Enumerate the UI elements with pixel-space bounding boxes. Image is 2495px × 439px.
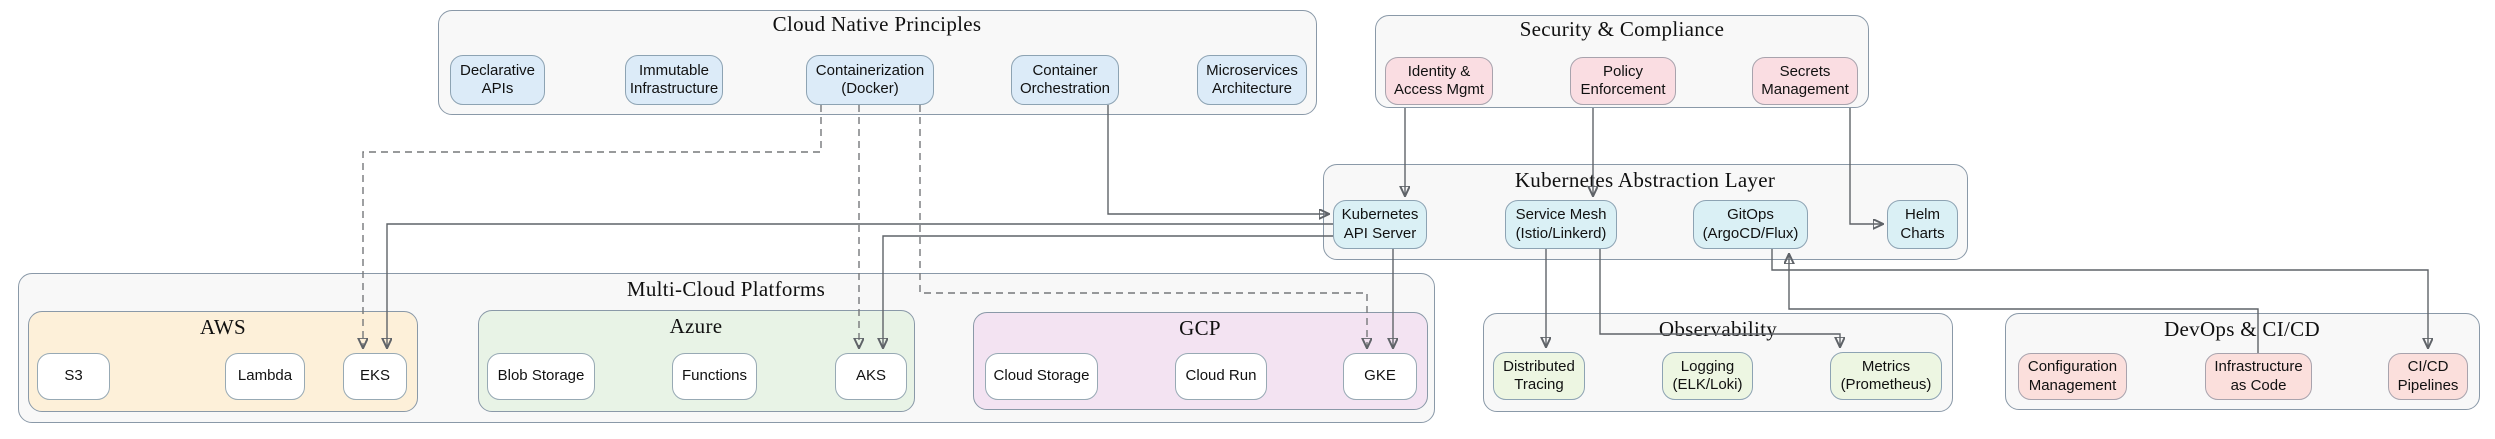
node-gke-label: GKE: [1364, 367, 1396, 385]
node-cloud-run: Cloud Run: [1175, 353, 1267, 400]
node-eks-label: EKS: [359, 367, 390, 385]
node-functions: Functions: [672, 353, 757, 400]
node-service-mesh: Service Mesh (Istio/Linkerd): [1505, 200, 1617, 249]
node-secrets-management: Secrets Management: [1752, 57, 1858, 105]
node-gke: GKE: [1343, 353, 1417, 400]
node-infrastructure-as-code: Infrastructure as Code: [2205, 353, 2312, 400]
node-policy-enforcement-label: Policy Enforcement: [1580, 62, 1666, 98]
gcp-title: GCP: [1179, 316, 1221, 340]
edge-gitops-cicd: [1771, 249, 2428, 347]
observability-title: Observability: [1658, 317, 1778, 341]
edge-orchestration-apiserver: [1107, 105, 1328, 214]
node-containerization-label: Containerization (Docker): [815, 61, 925, 97]
edge-apiserver-eks: [387, 223, 1333, 347]
cloud-native-title: Cloud Native Principles: [772, 12, 982, 36]
node-logging-label: Logging (ELK/Loki): [1672, 357, 1743, 393]
node-cicd-pipelines: CI/CD Pipelines: [2388, 353, 2468, 400]
node-container-orchestration-label: Container Orchestration: [1019, 61, 1111, 97]
node-infrastructure-as-code-label: Infrastructure as Code: [2214, 358, 2303, 394]
node-cicd-pipelines-label: CI/CD Pipelines: [2397, 358, 2459, 394]
node-functions-label: Functions: [681, 367, 748, 385]
node-lambda: Lambda: [225, 353, 305, 400]
cluster-kubernetes-layer: [1323, 164, 1968, 260]
edge-iac-gitops: [1789, 255, 2259, 353]
node-blob-storage-label: Blob Storage: [497, 367, 585, 385]
node-declarative-apis-label: Declarative APIs: [459, 61, 536, 97]
edge-servicemesh-metrics: [1599, 249, 1840, 346]
node-cloud-run-label: Cloud Run: [1185, 367, 1257, 385]
edge-containerization-eks: [363, 105, 822, 347]
node-distributed-tracing: Distributed Tracing: [1493, 352, 1585, 400]
node-identity-access-mgmt-label: Identity & Access Mgmt: [1393, 62, 1484, 98]
security-title: Security & Compliance: [1519, 17, 1725, 41]
node-configuration-management-label: Configuration Management: [2027, 358, 2118, 394]
node-microservices-architecture-label: Microservices Architecture: [1206, 61, 1298, 97]
node-eks: EKS: [343, 353, 407, 400]
node-distributed-tracing-label: Distributed Tracing: [1503, 357, 1575, 393]
node-s3-label: S3: [64, 367, 83, 385]
node-logging: Logging (ELK/Loki): [1662, 352, 1753, 400]
edge-containerization-gke: [919, 105, 1367, 347]
node-identity-access-mgmt: Identity & Access Mgmt: [1385, 57, 1493, 105]
node-immutable-infrastructure-label: Immutable Infrastructure: [629, 61, 719, 97]
node-microservices-architecture: Microservices Architecture: [1197, 55, 1307, 105]
node-immutable-infrastructure: Immutable Infrastructure: [625, 55, 723, 105]
node-blob-storage: Blob Storage: [487, 353, 595, 400]
node-configuration-management: Configuration Management: [2018, 353, 2127, 400]
edge-secrets-helm: [1849, 108, 1882, 224]
node-gitops-label: GitOps (ArgoCD/Flux): [1702, 206, 1799, 242]
node-aks: AKS: [835, 353, 907, 400]
kubernetes-layer-title: Kubernetes Abstraction Layer: [1514, 168, 1776, 192]
node-gitops: GitOps (ArgoCD/Flux): [1693, 200, 1808, 249]
edge-apiserver-aks: [883, 235, 1333, 347]
node-policy-enforcement: Policy Enforcement: [1570, 57, 1676, 105]
node-kubernetes-api-server-label: Kubernetes API Server: [1341, 206, 1419, 242]
multi-cloud-title: Multi-Cloud Platforms: [626, 277, 826, 301]
node-containerization: Containerization (Docker): [806, 55, 934, 105]
node-container-orchestration: Container Orchestration: [1011, 55, 1119, 105]
node-cloud-storage: Cloud Storage: [985, 353, 1098, 400]
node-lambda-label: Lambda: [237, 367, 293, 385]
devops-title: DevOps & CI/CD: [2164, 317, 2320, 341]
node-service-mesh-label: Service Mesh (Istio/Linkerd): [1515, 206, 1607, 242]
node-s3: S3: [37, 353, 110, 400]
node-declarative-apis: Declarative APIs: [450, 55, 545, 105]
node-aks-label: AKS: [855, 367, 886, 385]
node-helm-charts: Helm Charts: [1887, 200, 1958, 249]
node-metrics-prometheus: Metrics (Prometheus): [1830, 352, 1942, 400]
azure-title: Azure: [669, 314, 723, 338]
node-kubernetes-api-server: Kubernetes API Server: [1333, 200, 1427, 249]
node-helm-charts-label: Helm Charts: [1900, 206, 1945, 242]
node-metrics-prometheus-label: Metrics (Prometheus): [1840, 357, 1932, 393]
node-cloud-storage-label: Cloud Storage: [993, 367, 1090, 385]
node-secrets-management-label: Secrets Management: [1761, 62, 1849, 98]
aws-title: AWS: [200, 315, 246, 339]
